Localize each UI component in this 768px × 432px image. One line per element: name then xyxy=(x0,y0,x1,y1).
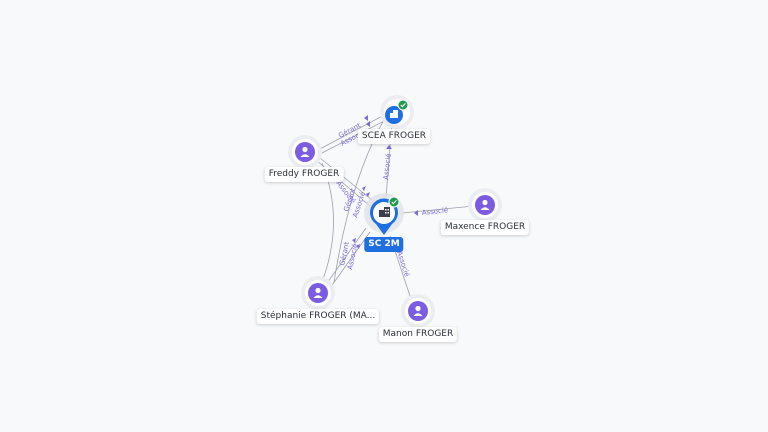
node-label-freddy[interactable]: Freddy FROGER xyxy=(264,167,344,182)
edge-stephanie-sc2m-gerant xyxy=(324,227,367,287)
arrow-head xyxy=(386,145,392,149)
node-label-manon[interactable]: Manon FROGER xyxy=(378,327,458,342)
node-manon[interactable] xyxy=(401,294,435,328)
building-icon xyxy=(379,207,390,217)
node-label-stephanie[interactable]: Stéphanie FROGER (MA... xyxy=(256,309,380,324)
arrow-head xyxy=(414,210,418,216)
edge-label-associe: Associé xyxy=(395,250,411,278)
edge-stephanie-sc2m-associe xyxy=(329,231,371,289)
check-mark xyxy=(400,102,406,108)
node-freddy[interactable] xyxy=(288,135,322,169)
node-sc2m[interactable] xyxy=(364,193,404,235)
edge-freddy-scea-gerant xyxy=(317,112,389,151)
verified-check-icon xyxy=(388,196,400,208)
arrow-head xyxy=(364,115,368,121)
node-label-maxence[interactable]: Maxence FROGER xyxy=(440,220,530,235)
person-icon xyxy=(480,199,490,210)
arrow-head xyxy=(366,121,370,127)
node-scea[interactable] xyxy=(380,95,414,129)
edge-label-associe: Associé xyxy=(421,206,448,217)
arrow-head xyxy=(366,192,370,197)
person-icon xyxy=(300,146,310,157)
edge-maxence-sc2m-associe xyxy=(401,205,475,214)
arrow-head xyxy=(356,244,360,249)
edge-label-associe: Associé xyxy=(382,153,393,180)
node-maxence[interactable] xyxy=(468,188,502,222)
building-icon xyxy=(390,110,398,118)
node-stephanie[interactable] xyxy=(301,276,335,310)
node-label-scea[interactable]: SCEA FROGER xyxy=(357,129,431,144)
arrow-head xyxy=(362,186,366,191)
node-label-sc2m[interactable]: SC 2M xyxy=(364,237,404,252)
edge-freddy-sc2m-gerant xyxy=(319,157,373,201)
check-mark xyxy=(391,199,397,205)
arrow-head xyxy=(352,238,356,243)
person-icon xyxy=(313,287,323,298)
person-icon xyxy=(413,305,423,316)
verified-check-icon xyxy=(397,99,409,111)
edge-arrows xyxy=(352,115,418,249)
edge-freddy-scea-associe xyxy=(317,117,391,156)
